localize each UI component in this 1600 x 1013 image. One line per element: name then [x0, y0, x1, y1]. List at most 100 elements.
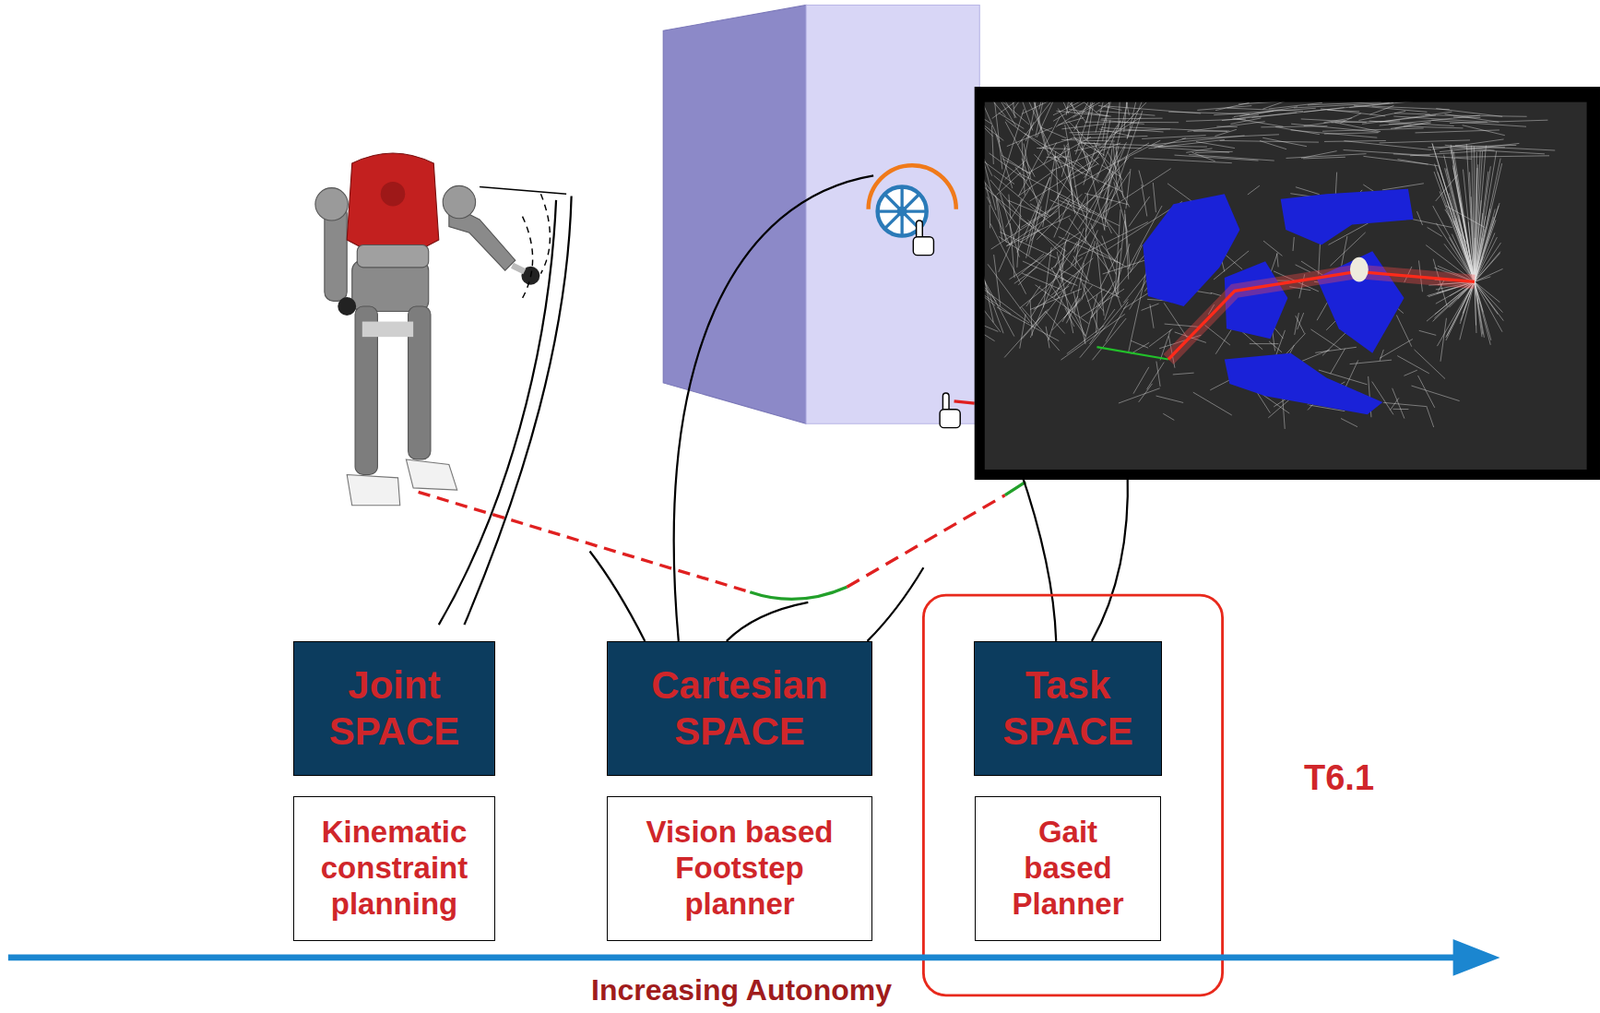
tree-branch — [1262, 102, 1288, 110]
tree-branch — [1324, 132, 1379, 134]
tree-branch — [1046, 155, 1070, 157]
tree-branch — [1415, 130, 1500, 133]
tree-branch — [1195, 151, 1233, 153]
robot-hip — [362, 321, 414, 338]
tree-branch — [1343, 141, 1432, 151]
valve-wheel-icon — [868, 165, 957, 236]
tree-branch — [1146, 362, 1164, 391]
tree-branch — [1403, 369, 1417, 376]
tree-branch — [1291, 123, 1379, 132]
tree-branch — [1393, 154, 1472, 159]
tree-branch — [1193, 130, 1230, 131]
tree-branch — [1069, 129, 1171, 133]
tree-branch — [1227, 107, 1304, 111]
tree-branch — [1114, 209, 1121, 294]
block-front — [805, 5, 980, 425]
tree-branch — [1474, 242, 1502, 282]
tree-branch — [1078, 171, 1114, 230]
tree-branch — [1042, 151, 1056, 227]
tree-branch — [1141, 135, 1206, 140]
tree-branch — [1055, 110, 1111, 117]
tree-branch — [1141, 184, 1148, 216]
tree-branch — [991, 204, 1059, 249]
tree-branch — [1010, 102, 1033, 131]
tree-branch — [1151, 135, 1245, 145]
tree-branch — [984, 242, 995, 323]
planner-screenshot — [936, 33, 1600, 480]
task-number: T6.1 — [1300, 758, 1378, 798]
tree-branch — [1138, 170, 1144, 187]
tree-branch — [1051, 285, 1086, 336]
tree-branch — [1294, 312, 1300, 335]
tree-branch — [998, 224, 1020, 273]
tree-branch — [1383, 402, 1426, 406]
tree-branch — [1113, 142, 1118, 190]
tree-branch — [1445, 205, 1486, 228]
tree-branch — [1185, 148, 1212, 154]
tree-branch — [1247, 185, 1260, 195]
tree-branch — [1067, 164, 1076, 214]
tree-branch — [994, 175, 1059, 229]
tree-branch — [996, 198, 1007, 242]
box-text: Joint SPACE — [302, 662, 487, 754]
tree-branch — [1071, 163, 1099, 178]
tree-branch — [984, 176, 991, 203]
tree-branch — [986, 196, 1010, 246]
robot-foot — [405, 459, 457, 490]
tree-branch — [1026, 177, 1051, 243]
tree-branch — [1416, 211, 1423, 226]
tree-branch — [1138, 383, 1153, 403]
tree-branch — [1396, 314, 1411, 346]
tree-branch — [1156, 361, 1161, 387]
tree-branch — [1397, 355, 1430, 374]
tree-branch — [1128, 268, 1148, 352]
wheel-hub — [897, 206, 908, 217]
tree-branch — [1474, 251, 1501, 283]
tree-branch — [1277, 253, 1280, 268]
tree-branch — [1086, 102, 1102, 123]
tree-branch — [1474, 281, 1483, 334]
tree-branch — [986, 102, 1017, 127]
tree-branch — [1349, 102, 1437, 108]
tree-branch — [1188, 154, 1275, 162]
tree-branch — [1473, 146, 1475, 283]
tree-branch — [1095, 102, 1170, 113]
hand-cursor — [939, 392, 960, 428]
tree-branch — [1124, 102, 1131, 133]
tree-branch — [1105, 301, 1128, 342]
tree-branch — [1362, 115, 1436, 124]
tree-branch — [1061, 123, 1104, 129]
tree-branch — [1403, 126, 1464, 129]
tree-branch — [1362, 155, 1428, 165]
tree-branch — [1174, 154, 1259, 161]
tree-branch — [1103, 168, 1172, 214]
tree-branch — [1236, 115, 1259, 119]
tree-branch — [1058, 269, 1120, 297]
tree-branch — [1327, 109, 1360, 112]
tree-branch — [1048, 291, 1066, 341]
start-segment — [1096, 346, 1168, 359]
tree-branch — [1025, 102, 1060, 169]
tree-branch — [1379, 140, 1470, 143]
tree-branch — [1079, 142, 1162, 146]
tree-branch — [1432, 142, 1475, 282]
tree-branch — [1249, 343, 1280, 344]
tree-branch — [1035, 284, 1090, 324]
tree-branch — [1004, 310, 1046, 357]
tree-branch — [1263, 240, 1282, 256]
tree-branch — [1379, 349, 1384, 361]
tree-branch — [1303, 156, 1346, 159]
tree-branch — [1095, 287, 1112, 307]
tree-branch — [1432, 143, 1475, 283]
walking-path — [418, 401, 1026, 600]
tree-branch — [984, 102, 1000, 143]
tree-branch — [1042, 247, 1052, 309]
tree-branch — [1213, 107, 1316, 115]
robot-foot — [346, 474, 401, 506]
tree-branch — [1061, 151, 1068, 177]
tree-branch — [1021, 308, 1048, 339]
tree-branch — [1474, 151, 1497, 283]
robot-torso — [346, 153, 439, 254]
tree-branch — [1445, 281, 1475, 341]
tree-branch — [1467, 149, 1545, 155]
